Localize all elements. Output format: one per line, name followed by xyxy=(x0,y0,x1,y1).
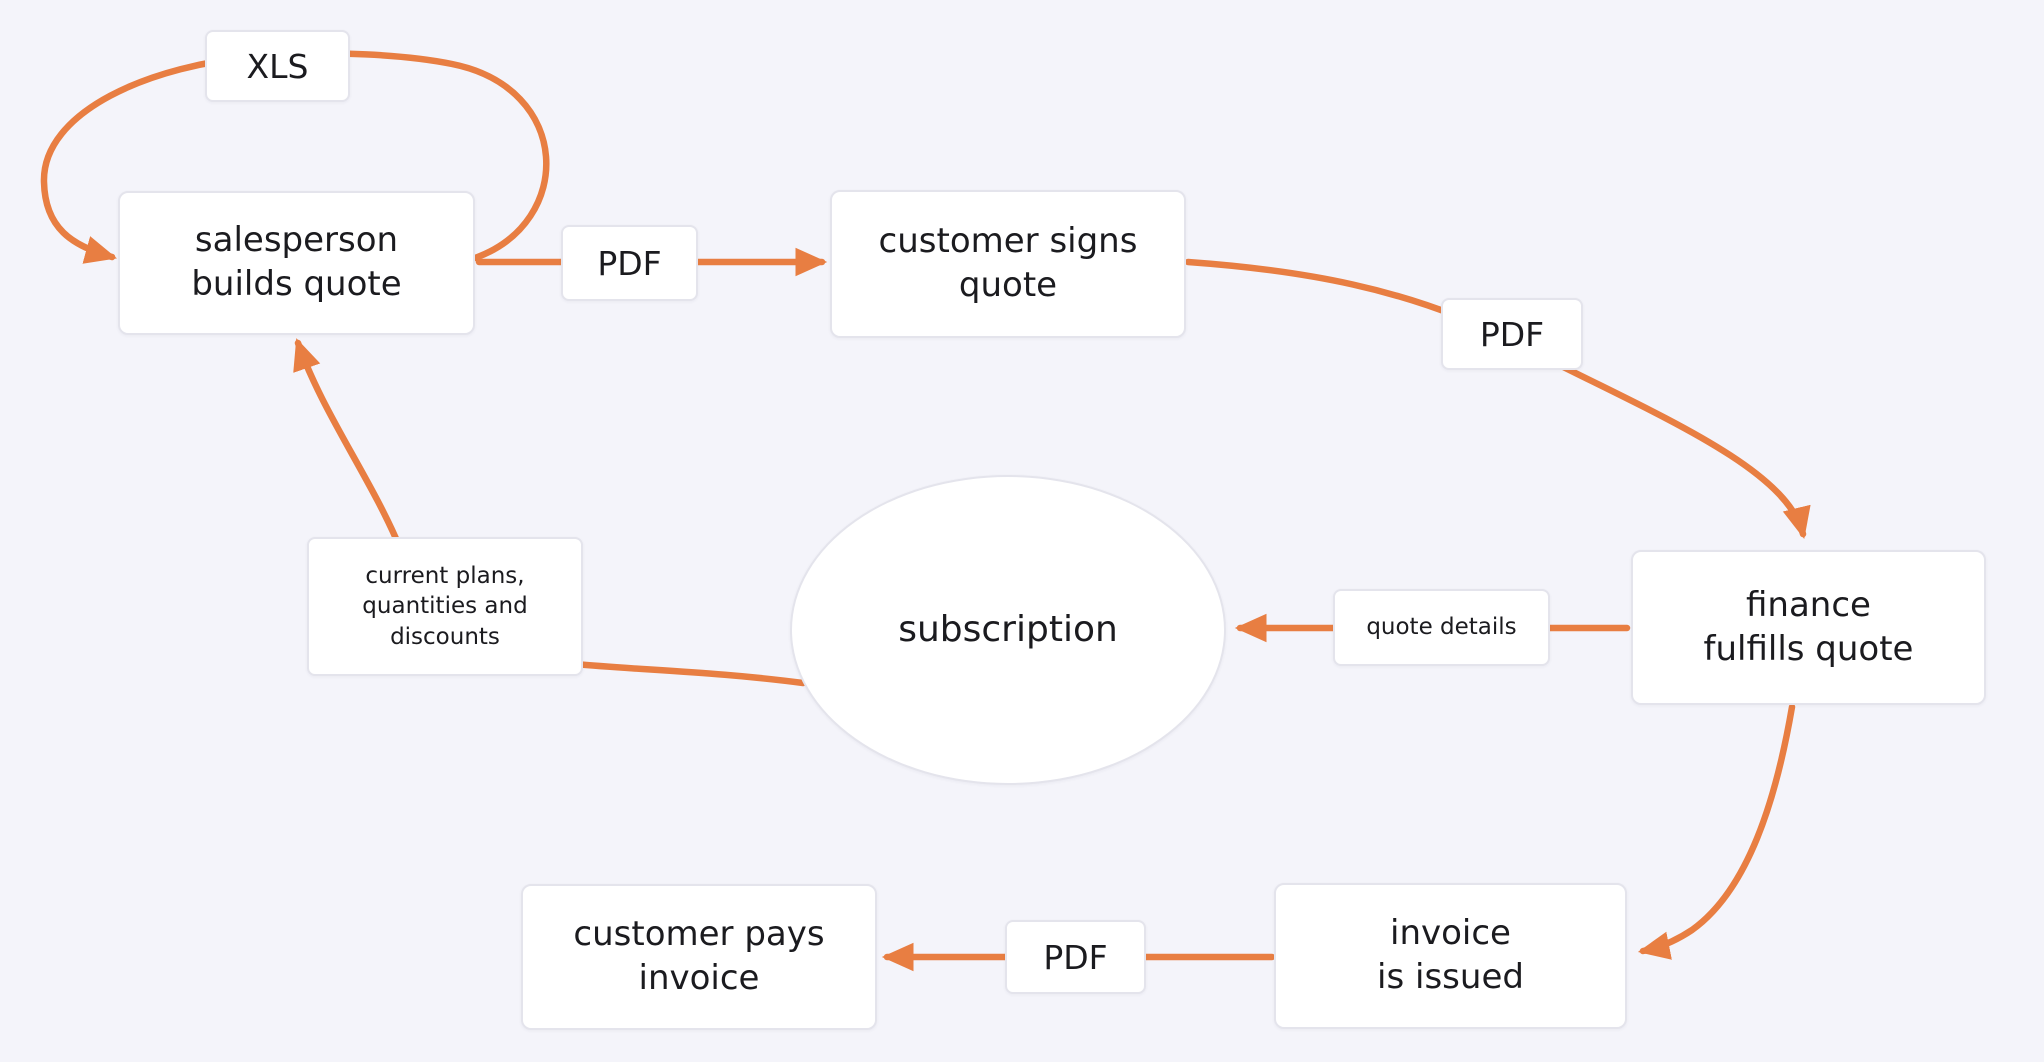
node-customer-signs-quote: customer signs quote xyxy=(830,190,1186,338)
node-subscription: subscription xyxy=(790,475,1226,785)
edge-label-pdf-invoice: PDF xyxy=(1005,920,1146,994)
node-salesperson-builds-quote: salesperson builds quote xyxy=(118,191,475,335)
node-customer-pays-invoice: customer pays invoice xyxy=(521,884,877,1030)
node-finance-fulfills-quote: finance fulfills quote xyxy=(1631,550,1986,705)
edge-label-quote-details: quote details xyxy=(1333,589,1550,666)
node-invoice-is-issued: invoice is issued xyxy=(1274,883,1627,1029)
edge-label-current-plans: current plans, quantities and discounts xyxy=(307,537,583,676)
edge-label-pdf-quote: PDF xyxy=(561,225,698,301)
edge-label-pdf-signed: PDF xyxy=(1441,298,1583,370)
edge-label-xls: XLS xyxy=(205,30,350,102)
edge-finance-to-invoice xyxy=(1637,703,1796,960)
